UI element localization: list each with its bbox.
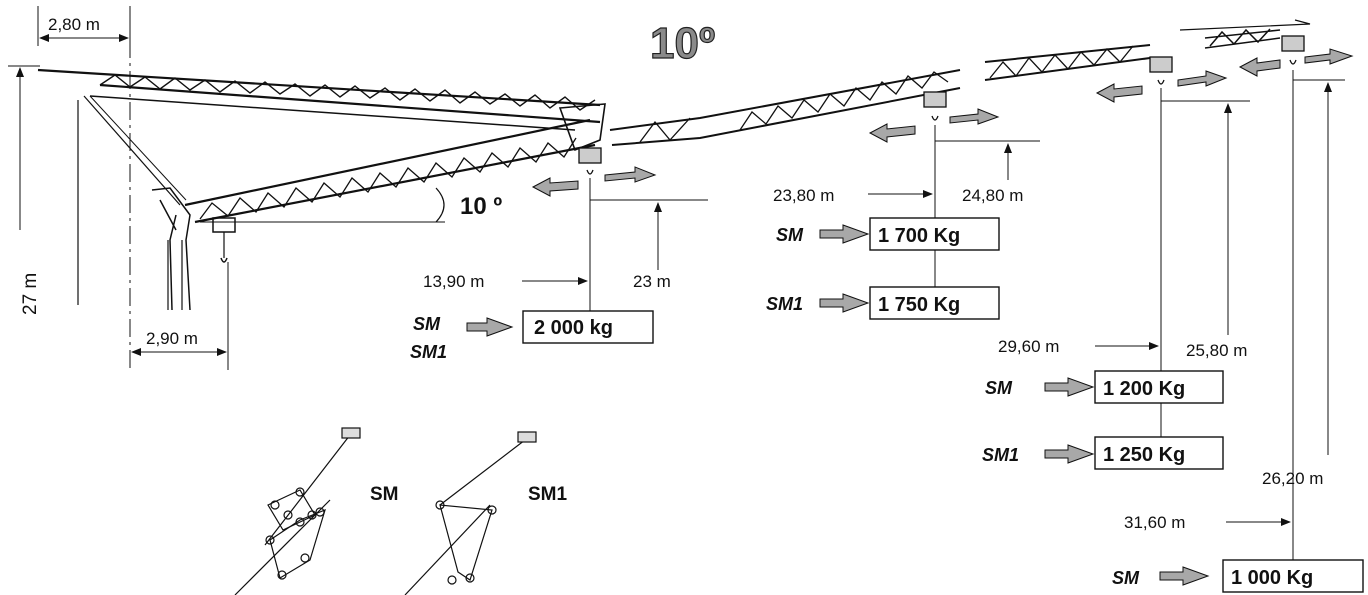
trolley-out-arrow xyxy=(604,166,657,183)
reeving-label-sm: SM xyxy=(1112,568,1140,588)
reeving-label-sm1: SM1 xyxy=(766,294,803,314)
reeving-label-sm: SM xyxy=(776,225,804,245)
load-value: 1 000 Kg xyxy=(1231,567,1313,589)
reeving-label-sm: SM xyxy=(985,378,1013,398)
reeving-sketch-sm1 xyxy=(404,431,537,595)
counter-jib-length: 2,80 m xyxy=(48,15,100,34)
load-pointer-arrow xyxy=(1159,566,1210,586)
counter-jib-dimension: 2,80 m xyxy=(37,6,131,46)
load-point-4: 31,60 m 26,20 m 1 000 Kg SM xyxy=(1112,70,1364,593)
trolley-2 xyxy=(923,91,947,121)
radius-label: 31,60 m xyxy=(1124,513,1185,532)
tower-offset-dimension: 2,90 m xyxy=(131,329,227,356)
load-value: 1 250 Kg xyxy=(1103,444,1185,466)
load-box xyxy=(1094,436,1224,470)
load-point-3: 29,60 m 25,80 m 1 200 Kg 1 250 Kg SM SM1 xyxy=(982,88,1250,470)
reeving-label-sm1: SM1 xyxy=(410,342,447,362)
reeving-label-sm1: SM1 xyxy=(982,445,1019,465)
radius-label: 29,60 m xyxy=(998,337,1059,356)
trolley-in-arrow xyxy=(531,177,579,197)
reeving-sketch-sm xyxy=(234,427,361,595)
trolley-out-arrow xyxy=(1304,48,1354,65)
trolley-1 xyxy=(578,147,602,175)
jib-outer-sections xyxy=(609,19,1311,146)
jib-inner-section xyxy=(184,118,596,370)
trolley-3 xyxy=(1149,56,1173,85)
trolley-in-arrow xyxy=(1095,83,1143,103)
load-box xyxy=(869,286,1000,320)
load-box xyxy=(1094,370,1224,404)
hook-height-label: 23 m xyxy=(633,272,671,291)
load-pointer-arrow xyxy=(819,224,870,244)
reeving-label-sm: SM xyxy=(413,314,441,334)
trolley-out-arrow xyxy=(1177,70,1228,87)
load-value: 1 750 Kg xyxy=(878,294,960,316)
load-box xyxy=(869,217,1000,251)
title-angle: 10º xyxy=(650,19,715,68)
tower-offset: 2,90 m xyxy=(146,329,198,348)
hook-height-label: 26,20 m xyxy=(1262,469,1323,488)
reeving-sm1-label: SM1 xyxy=(528,484,568,505)
hook-height-label: 25,80 m xyxy=(1186,341,1247,360)
trolley-in-arrow xyxy=(1238,57,1281,77)
hook-height-label: 24,80 m xyxy=(962,186,1023,205)
trolley-in-arrow xyxy=(868,123,916,143)
load-pointer-arrow xyxy=(466,317,514,337)
trolley-markers xyxy=(578,35,1305,175)
luffing-angle-label: 10 º xyxy=(460,193,502,220)
travel-arrows xyxy=(531,48,1354,197)
load-value: 1 700 Kg xyxy=(878,225,960,247)
load-box xyxy=(522,310,654,344)
load-pointer-arrow xyxy=(1044,444,1095,464)
load-value: 1 200 Kg xyxy=(1103,378,1185,400)
load-point-1: 13,90 m 23 m SM SM1 2 000 kg xyxy=(410,178,708,362)
counter-jib-lattice xyxy=(37,68,606,152)
tower-height-dimension: 27 m xyxy=(8,65,41,315)
load-pointer-arrow xyxy=(1044,377,1095,397)
crane-tower xyxy=(77,40,191,370)
load-box xyxy=(1222,559,1364,593)
load-pointer-arrow xyxy=(819,293,870,313)
reeving-sm-label: SM xyxy=(370,484,399,505)
trolley-out-arrow xyxy=(949,108,1000,125)
tower-height: 27 m xyxy=(20,273,41,315)
load-point-2: 23,80 m 24,80 m 1 700 Kg 1 750 Kg SM SM1 xyxy=(766,125,1040,320)
trolley-4 xyxy=(1281,35,1305,65)
radius-label: 23,80 m xyxy=(773,186,834,205)
load-value: 2 000 kg xyxy=(534,317,613,339)
radius-label: 13,90 m xyxy=(423,272,484,291)
